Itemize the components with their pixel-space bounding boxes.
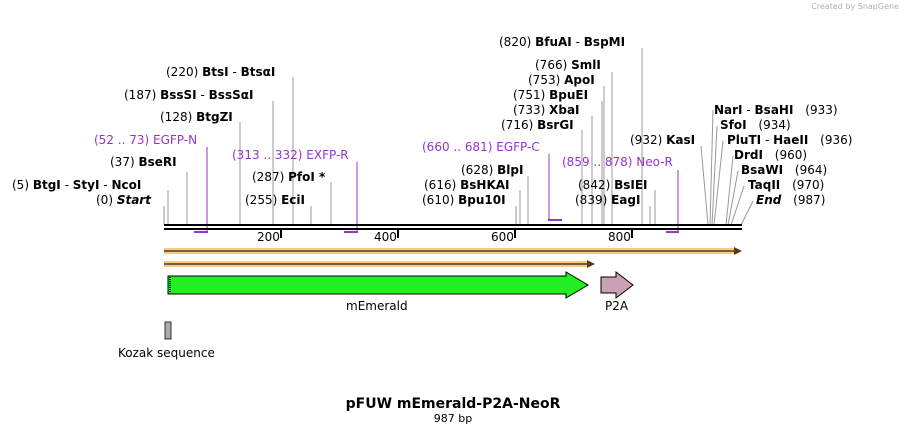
site-pluti-label: PluTI - HaeII (936) — [727, 133, 852, 147]
site-bsawi-label: BsaWI (964) — [741, 163, 827, 177]
site-bsssi-label: (187) BssSI - BssSαI — [124, 88, 253, 102]
primer-exfp-r-label: (313 .. 332) EXFP-R — [232, 148, 349, 162]
site-drdi-label: DrdI (960) — [734, 148, 807, 162]
p2a-feature[interactable] — [600, 270, 634, 300]
site-btgi-styi-ncoi-label: (5) BtgI - StyI - NcoI — [12, 178, 141, 192]
site-pfoi-label: (287) PfoI * — [252, 170, 326, 184]
sequence-backbone — [164, 224, 742, 230]
site-apoi-label: (753) ApoI — [528, 73, 595, 87]
site-xbai-label: (733) XbaI — [513, 103, 580, 117]
ruler-ticks — [280, 229, 633, 238]
site-eagi-label: (839) EagI — [575, 193, 640, 207]
primer-neo-r-label: (859 .. 878) Neo-R — [562, 155, 673, 169]
p2a-label: P2A — [605, 299, 629, 313]
ruler-label-600: 600 — [491, 230, 514, 244]
site-blpi-label: (628) BlpI — [461, 163, 523, 177]
site-start-label: (0) Start — [96, 193, 152, 207]
site-btgzi-label: (128) BtgZI — [160, 110, 233, 124]
site-bfuai-label: (820) BfuAI - BspMI — [499, 35, 625, 49]
primer-egfp-n-label: (52 .. 73) EGFP-N — [94, 133, 197, 147]
primer-arrows — [194, 219, 679, 233]
site-leader-lines — [163, 48, 754, 226]
ruler-label-200: 200 — [257, 230, 280, 244]
site-end-label: End (987) — [756, 193, 825, 207]
kozak-feature[interactable] — [164, 321, 172, 340]
site-bpuei-label: (751) BpuEI — [513, 88, 588, 102]
site-bsiei-label: (842) BsIEI — [578, 178, 648, 192]
primer-leader-lines — [206, 147, 679, 232]
kozak-label: Kozak sequence — [118, 346, 215, 360]
full-length-arrow-2 — [164, 260, 595, 268]
ruler-label-800: 800 — [608, 230, 631, 244]
map-title: pFUW mEmerald-P2A-NeoR — [346, 396, 561, 412]
memerald-label: mEmerald — [346, 299, 408, 313]
primer-egfp-c-label: (660 .. 681) EGFP-C — [422, 140, 540, 154]
site-btsi-label: (220) BtsI - BtsαI — [166, 65, 275, 79]
full-length-arrow-1 — [164, 247, 742, 255]
site-nari-label: NarI - BsaHI (933) — [714, 103, 838, 117]
site-smli-label: (766) SmlI — [535, 58, 601, 72]
site-ecii-label: (255) EciI — [245, 193, 305, 207]
snapgene-credit: Created by SnapGene — [811, 2, 899, 11]
site-taqii-label: TaqII (970) — [748, 178, 824, 192]
ruler-label-400: 400 — [374, 230, 397, 244]
site-sfoi-label: SfoI (934) — [720, 118, 791, 132]
site-bshkai-label: (616) BsHKAI — [424, 178, 510, 192]
map-length: 987 bp — [434, 412, 472, 425]
site-bpu10i-label: (610) Bpu10I — [422, 193, 506, 207]
site-bseri-label: (37) BseRI — [110, 155, 177, 169]
site-bsrgi-label: (716) BsrGI — [501, 118, 574, 132]
site-kasi-label: (932) KasI — [630, 133, 695, 147]
memerald-feature[interactable] — [167, 271, 589, 299]
